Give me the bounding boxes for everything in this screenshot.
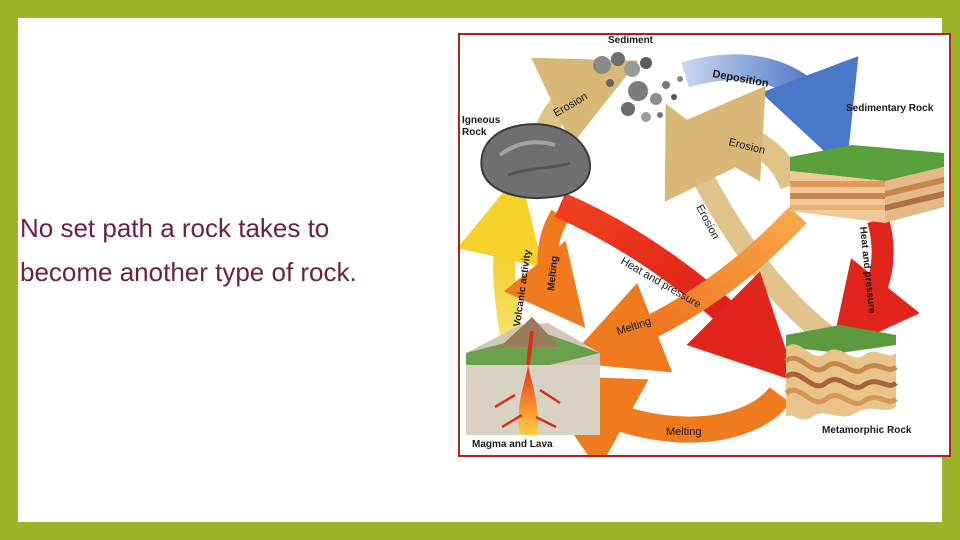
melting-mid-arrow [565,206,807,373]
heat-pressure-right-arrow [830,216,920,355]
label-melting-bottom: Melting [666,426,701,438]
label-igneous-rock-2: Rock [462,127,487,138]
magma-volcano-block [466,317,600,435]
metamorphic-rock-block [784,325,898,420]
slide: No set path a rock takes to become anoth… [18,18,951,522]
melting-bottom-arrow [532,375,791,455]
body-text: No set path a rock takes to become anoth… [20,206,460,294]
rock-cycle-diagram: Sediment Deposition Sedimentary Rock Ign… [458,33,951,457]
rock-cycle-svg: Sediment Deposition Sedimentary Rock Ign… [460,35,944,455]
volcanic-activity-arrow [460,172,544,342]
label-magma-lava: Magma and Lava [472,439,553,450]
label-metamorphic-rock: Metamorphic Rock [822,425,912,436]
deposition-arrow [681,54,859,172]
igneous-rock-image [480,123,591,199]
label-sedimentary-rock: Sedimentary Rock [846,103,934,114]
label-sediment: Sediment [608,35,654,46]
erosion-right-arrow [667,85,804,190]
heat-pressure-diag-arrow [554,193,797,382]
sedimentary-rock-block [790,145,944,223]
text-line-1: No set path a rock takes to [20,213,330,243]
melting-left-arrow [503,209,586,328]
sediment-pile [593,52,683,122]
label-melting-left: Melting [546,255,561,291]
text-line-2: become another type of rock. [20,257,357,287]
label-igneous-rock-1: Igneous [462,115,501,126]
